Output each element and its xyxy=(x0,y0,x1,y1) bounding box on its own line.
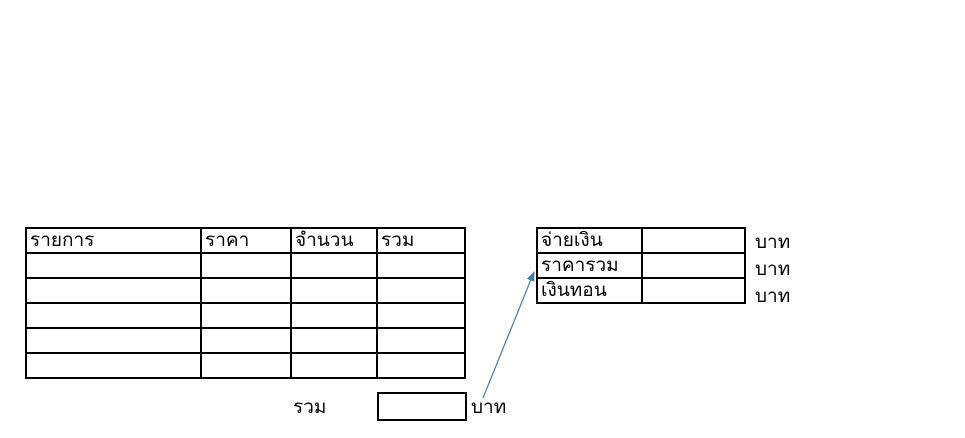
table-row xyxy=(25,302,466,329)
change-label: เงินทอน xyxy=(536,277,643,304)
table-row xyxy=(25,352,466,379)
table-row xyxy=(25,252,466,279)
header-quantity: จำนวน xyxy=(290,227,378,254)
cell-item[interactable] xyxy=(25,352,202,379)
connector-line xyxy=(482,271,535,399)
paid-label: จ่ายเงิน xyxy=(536,227,643,254)
header-item: รายการ xyxy=(25,227,202,254)
cell-item[interactable] xyxy=(25,302,202,329)
table-row xyxy=(25,327,466,354)
payment-table: จ่ายเงิน ราคารวม เงินทอน xyxy=(536,227,746,304)
total-price-value-cell[interactable] xyxy=(641,252,746,279)
cell-quantity[interactable] xyxy=(290,302,378,329)
total-price-unit-label: บาท xyxy=(755,258,791,280)
cell-price[interactable] xyxy=(200,352,292,379)
header-price: ราคา xyxy=(200,227,292,254)
cell-sum[interactable] xyxy=(376,327,466,354)
total-label: รวม xyxy=(293,396,327,418)
table-row xyxy=(25,277,466,304)
paid-unit-label: บาท xyxy=(755,231,791,253)
payment-row-total: ราคารวม xyxy=(536,252,746,279)
cell-sum[interactable] xyxy=(376,277,466,304)
cell-quantity[interactable] xyxy=(290,352,378,379)
cell-quantity[interactable] xyxy=(290,277,378,304)
cell-price[interactable] xyxy=(200,277,292,304)
paid-value-cell[interactable] xyxy=(641,227,746,254)
items-table: รายการ ราคา จำนวน รวม xyxy=(25,227,466,379)
cell-item[interactable] xyxy=(25,252,202,279)
cell-quantity[interactable] xyxy=(290,327,378,354)
payment-row-paid: จ่ายเงิน xyxy=(536,227,746,254)
change-value-cell[interactable] xyxy=(641,277,746,304)
cell-sum[interactable] xyxy=(376,252,466,279)
cell-sum[interactable] xyxy=(376,352,466,379)
header-sum: รวม xyxy=(376,227,466,254)
cell-item[interactable] xyxy=(25,277,202,304)
total-unit-label: บาท xyxy=(471,396,507,418)
total-value-box[interactable] xyxy=(377,392,467,421)
items-header-row: รายการ ราคา จำนวน รวม xyxy=(25,227,466,254)
cell-price[interactable] xyxy=(200,327,292,354)
cell-quantity[interactable] xyxy=(290,252,378,279)
cell-price[interactable] xyxy=(200,252,292,279)
cell-item[interactable] xyxy=(25,327,202,354)
total-price-label: ราคารวม xyxy=(536,252,643,279)
cell-sum[interactable] xyxy=(376,302,466,329)
payment-row-change: เงินทอน xyxy=(536,277,746,304)
cell-price[interactable] xyxy=(200,302,292,329)
change-unit-label: บาท xyxy=(755,285,791,307)
